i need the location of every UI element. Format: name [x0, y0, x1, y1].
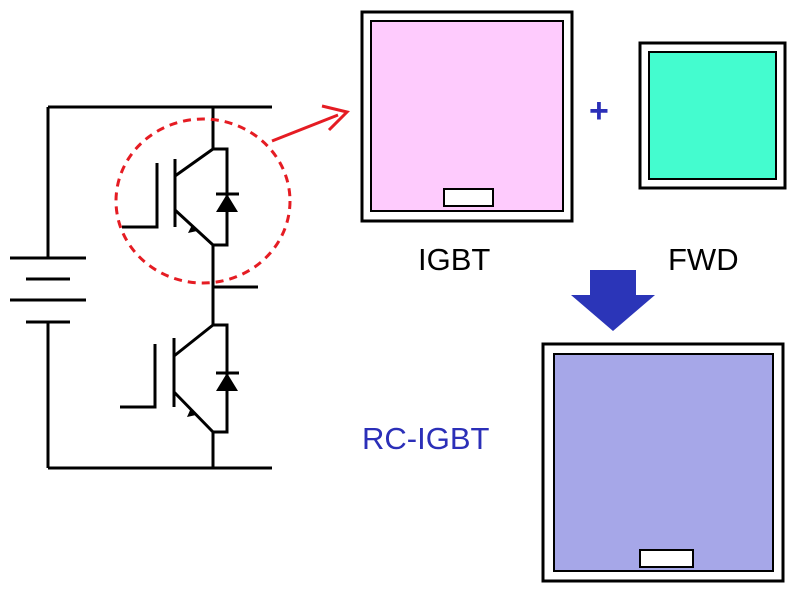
- fwd-chip: [638, 41, 787, 190]
- battery-icon: [10, 256, 86, 324]
- upper-igbt-symbol: [122, 147, 215, 247]
- red-arrow-icon: [271, 104, 350, 143]
- lower-igbt-emitter-arrow-icon: [187, 408, 196, 417]
- down-arrow-icon: [571, 270, 655, 331]
- fwd-label: FWD: [668, 242, 739, 277]
- upper-diode-triangle-icon: [216, 194, 238, 212]
- rc-igbt-label: RC-IGBT: [362, 421, 490, 456]
- lower-igbt-symbol: [120, 323, 215, 434]
- plus-sign: +: [589, 92, 609, 130]
- rc-igbt-gate-pad: [639, 549, 694, 568]
- half-bridge-circuit: [10, 105, 272, 470]
- igbt-gate-pad: [443, 188, 494, 207]
- upper-igbt-emitter-arrow-icon: [188, 225, 197, 233]
- highlight-circle: [114, 117, 292, 285]
- rc-igbt-chip: [541, 342, 785, 583]
- lower-diode-triangle-icon: [216, 373, 238, 391]
- igbt-label: IGBT: [418, 242, 491, 277]
- igbt-chip: [360, 10, 574, 223]
